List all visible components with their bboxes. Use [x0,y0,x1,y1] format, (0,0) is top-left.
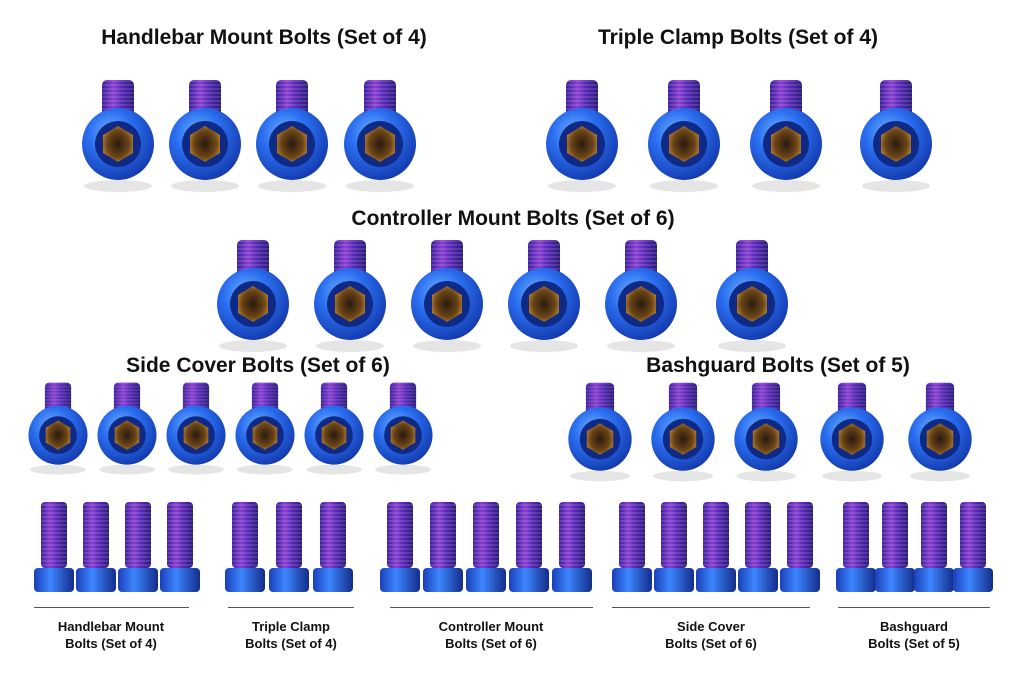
caption-bashguard: Bashguard Bolts (Set of 5) [868,618,960,652]
caption-side-cover-line1: Side Cover [677,619,745,634]
caption-side-cover-line2: Bolts (Set of 6) [665,636,757,651]
bottom-handlebar-bolts [34,502,200,592]
caption-controller-line2: Bolts (Set of 6) [445,636,537,651]
caption-controller-line1: Controller Mount [438,619,544,634]
bottom-side-cover-bolts [612,502,820,592]
caption-triple-line1: Triple Clamp [251,619,331,634]
divider-handlebar [34,607,189,608]
triple-clamp-bolts-group [546,80,932,192]
divider-triple [228,607,354,608]
caption-bashguard-line2: Bolts (Set of 5) [868,636,960,651]
bashguard-bolts-group [568,382,972,482]
controller-bolts-group [217,240,788,352]
caption-side-cover: Side Cover Bolts (Set of 6) [665,618,757,652]
title-triple-clamp-bolts: Triple Clamp Bolts (Set of 4) [597,26,879,49]
side-cover-bolts-group [28,382,433,475]
handlebar-bolts-group [82,80,416,192]
title-handlebar-bolts: Handlebar Mount Bolts (Set of 4) [101,26,427,49]
caption-triple-line2: Bolts (Set of 4) [245,636,337,651]
caption-handlebar-line2: Bolts (Set of 4) [65,636,157,651]
divider-controller [390,607,593,608]
caption-controller: Controller Mount Bolts (Set of 6) [439,618,544,652]
bottom-controller-bolts [380,502,592,592]
caption-triple: Triple Clamp Bolts (Set of 4) [245,618,337,652]
divider-bashguard [838,607,990,608]
divider-side-cover [612,607,810,608]
caption-bashguard-line1: Bashguard [880,619,948,634]
title-bashguard-bolts: Bashguard Bolts (Set of 5) [646,354,910,377]
caption-handlebar: Handlebar Mount Bolts (Set of 4) [58,618,164,652]
title-side-cover-bolts: Side Cover Bolts (Set of 6) [126,354,390,377]
bottom-triple-clamp-bolts [225,502,353,592]
title-controller-bolts: Controller Mount Bolts (Set of 6) [351,207,675,230]
bottom-bashguard-bolts [836,502,993,592]
caption-handlebar-line1: Handlebar Mount [57,619,165,634]
